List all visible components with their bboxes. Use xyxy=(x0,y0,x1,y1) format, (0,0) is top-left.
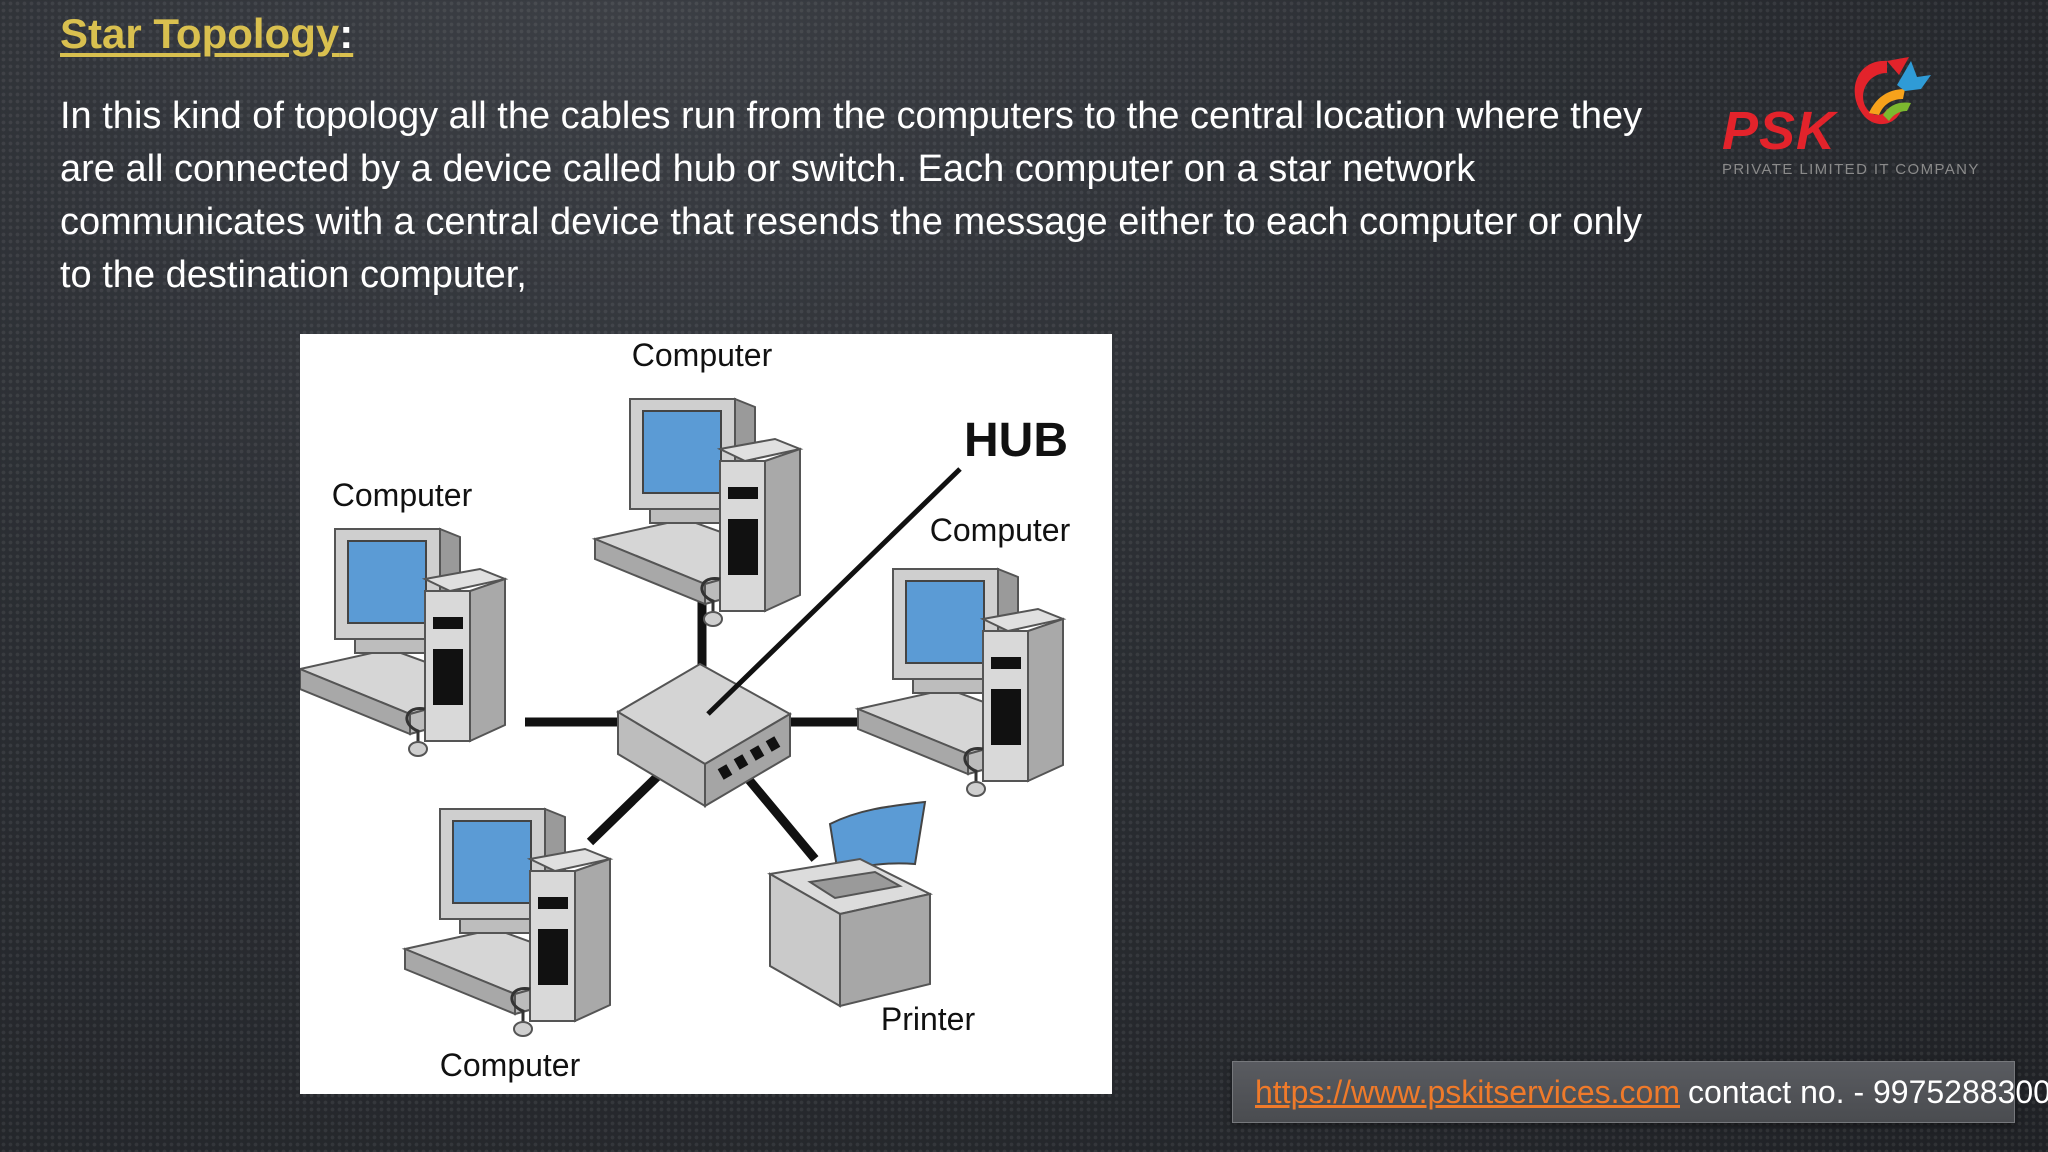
label-computer-right: Computer xyxy=(930,512,1071,548)
contact-number: contact no. - 9975288300 xyxy=(1688,1073,2048,1110)
hub-pointer-line xyxy=(706,467,962,716)
label-hub: HUB xyxy=(964,414,1068,467)
slide-title: Star Topology: xyxy=(60,10,353,58)
logo-text: PSK xyxy=(1722,101,1837,161)
star-topology-diagram: Computer Computer HUB Computer Computer … xyxy=(300,334,1112,1094)
printer xyxy=(767,800,933,1008)
footer-contact-bar: https://www.pskitservices.com contact no… xyxy=(1232,1061,2048,1123)
slide-title-colon: : xyxy=(339,10,354,57)
diagram-canvas: Computer Computer HUB Computer Computer … xyxy=(300,337,1071,1083)
computer-top xyxy=(593,397,802,628)
computer-left xyxy=(300,527,507,758)
label-computer-left: Computer xyxy=(332,477,473,513)
label-printer: Printer xyxy=(881,1001,976,1037)
slide-title-text: Star Topology xyxy=(60,10,340,57)
label-computer-top: Computer xyxy=(632,337,773,373)
slide-body-text: In this kind of topology all the cables … xyxy=(60,95,1643,296)
hub-device xyxy=(616,662,793,808)
website-link[interactable]: https://www.pskitservices.com xyxy=(1255,1073,1680,1110)
computer-right xyxy=(856,567,1065,798)
logo-swirl-icon xyxy=(1854,57,1931,125)
company-logo: PSK PRIVATE LIMITED IT COMPANY xyxy=(1715,55,1995,185)
label-computer-bottom: Computer xyxy=(440,1047,581,1083)
computer-bottom xyxy=(403,807,612,1038)
logo-subtitle: PRIVATE LIMITED IT COMPANY xyxy=(1722,161,1980,178)
